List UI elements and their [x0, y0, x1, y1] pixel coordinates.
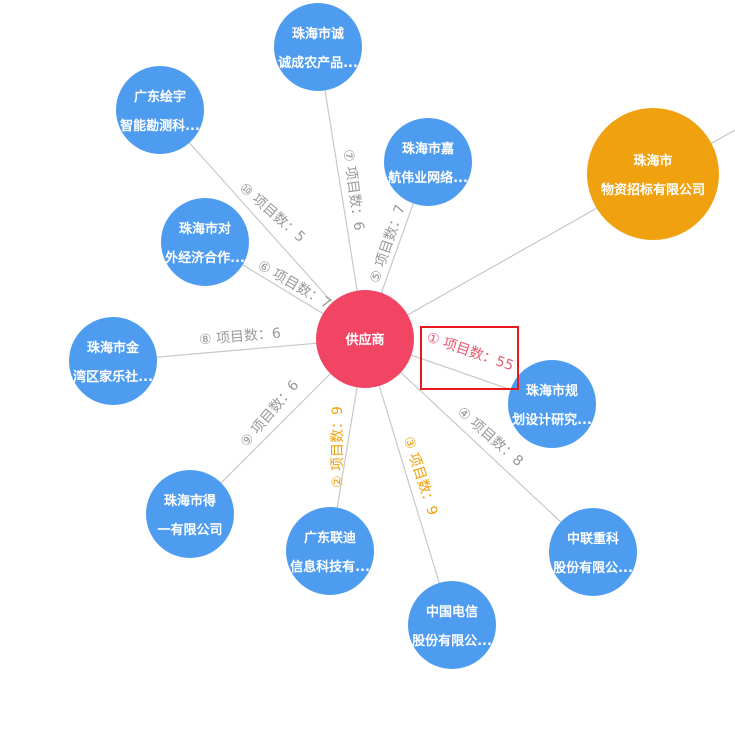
node-label-line1: 珠海市嘉	[402, 141, 454, 157]
node-label-line2: 诚成农产品...	[278, 55, 358, 71]
node-label-line1: 广东绘宇	[134, 89, 186, 105]
node-label-line2: 股份有限公...	[412, 633, 492, 649]
edge-label-n3: ③ 项目数：9	[400, 435, 441, 518]
node-n4[interactable]: 中联重科股份有限公...	[549, 508, 637, 596]
node-n7[interactable]: 珠海市诚诚成农产品...	[274, 3, 362, 91]
node-label-line2: 股份有限公...	[553, 560, 633, 576]
edge-label-n6: ⑥ 项目数：7	[255, 258, 334, 313]
node-label-line1: 珠海市金	[87, 340, 140, 356]
node-label-line1: 珠海市对	[179, 221, 231, 237]
node-label-line2: 外经济合作...	[164, 250, 245, 266]
edge-n7	[317, 46, 366, 340]
node-circle-n7[interactable]	[274, 3, 362, 91]
node-circle-n3[interactable]	[408, 581, 496, 669]
node-label-line1: 中联重科	[567, 531, 619, 547]
center-node-label: 供应商	[344, 332, 384, 348]
node-label-line2: 智能勘测科...	[120, 118, 200, 134]
center-node-circle[interactable]	[316, 290, 414, 388]
edge-n10	[159, 109, 366, 340]
edge-label-n1: ① 项目数：55	[424, 330, 515, 375]
node-circle-n2[interactable]	[286, 507, 374, 595]
edge-label-n2: ② 项目数：9	[330, 406, 346, 488]
node-label-line1: 广东联迪	[304, 530, 356, 546]
node-label-line1: 珠海市诚	[292, 26, 344, 42]
node-label-line1: 珠海市规	[526, 383, 578, 399]
node-n5[interactable]: 珠海市嘉航伟业网络...	[384, 118, 472, 206]
node-circle-n8[interactable]	[69, 317, 157, 405]
node-label-line2: 物资招标有限公司	[601, 182, 705, 198]
edge-label-n7: ⑦ 项目数：6	[339, 148, 366, 231]
node-n2[interactable]: 广东联迪信息科技有...	[286, 507, 374, 595]
edge-n4	[364, 338, 594, 553]
node-label-line1: 珠海市得	[164, 493, 216, 509]
node-circle-n4[interactable]	[549, 508, 637, 596]
node-circle-n1[interactable]	[587, 108, 719, 240]
node-circle-n10[interactable]	[116, 66, 204, 154]
node-n11[interactable]: 珠海市规划设计研究...	[508, 360, 596, 448]
center-node[interactable]: 供应商	[316, 290, 414, 388]
node-n10[interactable]: 广东绘宇智能勘测科...	[116, 66, 204, 154]
node-label-line1: 珠海市	[633, 153, 672, 169]
edge-label-n9: ⑨ 项目数：6	[238, 377, 303, 450]
node-label-line2: 一有限公司	[157, 522, 222, 538]
node-label-line2: 湾区家乐社...	[73, 369, 153, 385]
highlight-box	[420, 326, 519, 390]
nodes-layer: 珠海市物资招标有限公司广东联迪信息科技有...中国电信股份有限公...中联重科股…	[69, 3, 719, 669]
node-circle-n5[interactable]	[384, 118, 472, 206]
node-n3[interactable]: 中国电信股份有限公...	[408, 581, 496, 669]
edge-n3	[364, 338, 453, 626]
node-label-line2: 划设计研究...	[512, 412, 592, 428]
node-circle-n6[interactable]	[161, 198, 249, 286]
node-circle-n11[interactable]	[508, 360, 596, 448]
edge-label-n8: ⑧ 项目数：6	[198, 325, 281, 348]
node-n8[interactable]: 珠海市金湾区家乐社...	[69, 317, 157, 405]
node-circle-n9[interactable]	[146, 470, 234, 558]
node-label-line2: 航伟业网络...	[388, 170, 468, 186]
node-n6[interactable]: 珠海市对外经济合作...	[161, 198, 249, 286]
node-label-line1: 中国电信	[426, 604, 478, 620]
node-label-line2: 信息科技有...	[290, 559, 370, 575]
